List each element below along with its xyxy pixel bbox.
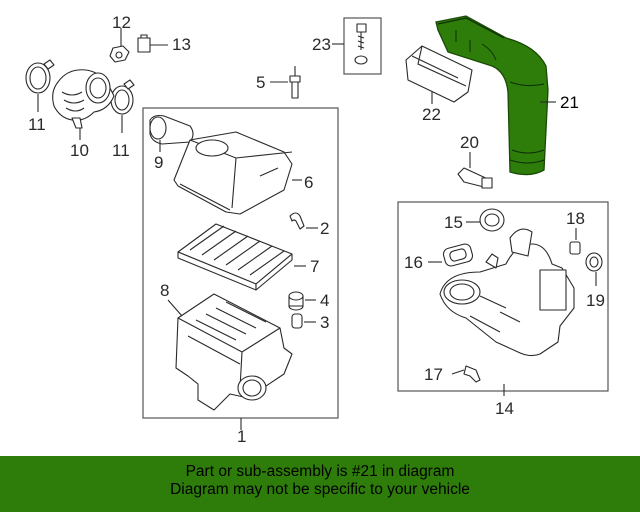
callout-5: 5 xyxy=(256,73,265,92)
callout-15: 15 xyxy=(444,213,463,232)
clamp-11-left-icon[interactable] xyxy=(25,59,55,112)
callout-11-right: 11 xyxy=(112,141,130,160)
bolt-5-icon[interactable] xyxy=(270,66,301,99)
intake-hose-10-icon[interactable] xyxy=(52,69,115,140)
banner-line-1: Part or sub-assembly is #21 in diagram xyxy=(185,463,455,480)
clip-13-icon[interactable] xyxy=(137,34,168,53)
air-duct-21-icon[interactable] xyxy=(435,15,556,176)
bracket-22-icon[interactable] xyxy=(405,45,473,104)
duct-9-icon[interactable] xyxy=(149,114,194,153)
callout-1: 1 xyxy=(237,427,246,446)
info-banner: Part or sub-assembly is #21 in diagram D… xyxy=(0,456,640,512)
callout-19: 19 xyxy=(586,291,605,310)
callout-13: 13 xyxy=(172,35,191,54)
bushing-3-icon[interactable] xyxy=(291,313,316,329)
callout-18: 18 xyxy=(566,209,585,228)
gasket-16-icon[interactable] xyxy=(428,243,474,268)
banner-line-2: Diagram may not be specific to your vehi… xyxy=(170,481,470,498)
callout-8: 8 xyxy=(160,281,169,300)
callout-14: 14 xyxy=(495,399,514,418)
callout-6: 6 xyxy=(304,173,313,192)
bolt-17-icon[interactable] xyxy=(451,365,481,383)
callout-20: 20 xyxy=(460,133,479,152)
callout-12: 12 xyxy=(112,13,131,32)
callout-23: 23 xyxy=(312,35,331,54)
grommet-4-icon[interactable] xyxy=(288,291,316,311)
grommet-19-icon[interactable] xyxy=(585,252,603,286)
callout-11-left: 11 xyxy=(28,115,46,134)
callout-16: 16 xyxy=(404,253,423,272)
callout-9: 9 xyxy=(154,153,163,172)
resonator-assembly-box xyxy=(397,201,609,392)
clip-2-icon[interactable] xyxy=(289,212,318,230)
bolt-12-icon[interactable] xyxy=(109,28,130,63)
bolt-23-icon[interactable] xyxy=(354,23,368,65)
air-cleaner-cover-6-icon[interactable] xyxy=(173,131,302,215)
callout-7: 7 xyxy=(310,257,319,276)
clip-18-icon[interactable] xyxy=(569,228,581,255)
callout-2: 2 xyxy=(320,219,329,238)
callout-21: 21 xyxy=(560,93,579,112)
parts-diagram: 1 2 3 4 5 6 7 8 9 10 11 11 12 13 14 15 1… xyxy=(25,13,609,446)
clamp-11-right-icon[interactable] xyxy=(110,79,135,133)
resonator-14-icon[interactable] xyxy=(439,228,575,396)
callout-10: 10 xyxy=(70,141,89,160)
sensor-20-icon[interactable] xyxy=(457,152,493,189)
air-filter-7-icon[interactable] xyxy=(177,223,306,291)
callout-3: 3 xyxy=(320,313,329,332)
seal-15-icon[interactable] xyxy=(466,208,505,232)
part-23-box xyxy=(343,17,382,75)
callout-17: 17 xyxy=(424,365,443,384)
callout-4: 4 xyxy=(320,291,329,310)
air-cleaner-body-8-icon[interactable] xyxy=(167,293,293,411)
callout-22: 22 xyxy=(422,105,441,124)
